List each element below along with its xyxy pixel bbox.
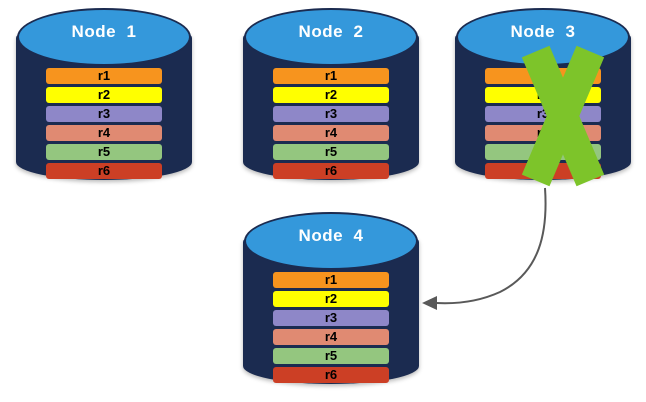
record-list: r1 r2 r3 r4 r5 r6 <box>273 68 389 179</box>
node-title: Node 4 <box>298 226 364 245</box>
record-bar[interactable]: r4 <box>273 329 389 345</box>
node-2[interactable]: Node 2 r1 r2 r3 r4 r5 r6 <box>243 8 419 188</box>
record-bar[interactable]: r1 <box>485 68 601 84</box>
record-bar[interactable]: r5 <box>273 348 389 364</box>
record-list: r1 r2 r3 r4 r5 r6 <box>46 68 162 179</box>
record-bar[interactable]: r4 <box>273 125 389 141</box>
node-title: Node 3 <box>510 22 576 41</box>
arrow-head <box>422 296 437 310</box>
record-list: r1 r2 r3 r4 r5 r6 <box>485 68 601 179</box>
record-bar[interactable]: r5 <box>273 144 389 160</box>
node-3[interactable]: Node 3 r1 r2 r3 r4 r5 r6 <box>455 8 631 188</box>
record-bar[interactable]: r2 <box>46 87 162 103</box>
cylinder-top <box>244 8 418 66</box>
record-bar[interactable]: r2 <box>273 291 389 307</box>
cylinder-top <box>244 212 418 270</box>
record-bar[interactable]: r3 <box>273 310 389 326</box>
record-bar[interactable]: r3 <box>46 106 162 122</box>
record-bar[interactable]: r6 <box>485 163 601 179</box>
record-bar[interactable]: r5 <box>46 144 162 160</box>
record-bar[interactable]: r6 <box>46 163 162 179</box>
node-title: Node 1 <box>71 22 137 41</box>
record-bar[interactable]: r2 <box>273 87 389 103</box>
record-bar[interactable]: r4 <box>46 125 162 141</box>
cylinder-top <box>17 8 191 66</box>
node-4[interactable]: Node 4 r1 r2 r3 r4 r5 r6 <box>243 212 419 392</box>
arrow-path <box>435 187 547 305</box>
record-bar[interactable]: r1 <box>46 68 162 84</box>
record-bar[interactable]: r6 <box>273 367 389 383</box>
record-bar[interactable]: r1 <box>273 68 389 84</box>
record-bar[interactable]: r6 <box>273 163 389 179</box>
record-bar[interactable]: r5 <box>485 144 601 160</box>
record-bar[interactable]: r3 <box>485 106 601 122</box>
node-1[interactable]: Node 1 r1 r2 r3 r4 r5 r6 <box>16 8 192 188</box>
node-title: Node 2 <box>298 22 364 41</box>
record-bar[interactable]: r1 <box>273 272 389 288</box>
record-bar[interactable]: r2 <box>485 87 601 103</box>
record-bar[interactable]: r4 <box>485 125 601 141</box>
record-list: r1 r2 r3 r4 r5 r6 <box>273 272 389 383</box>
record-bar[interactable]: r3 <box>273 106 389 122</box>
